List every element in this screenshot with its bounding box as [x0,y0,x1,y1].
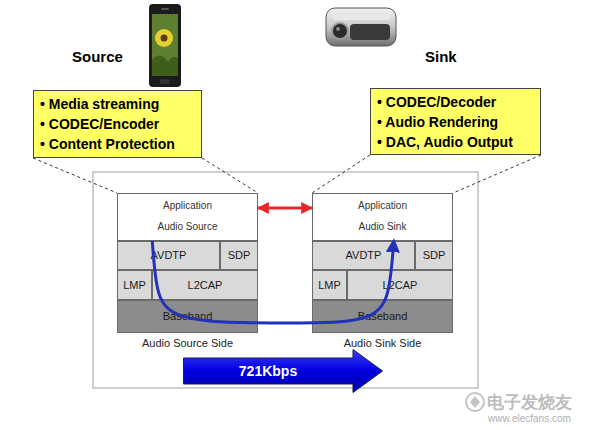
node-text: Audio Sink [359,221,407,233]
phone-illustration [149,4,181,87]
speaker-grille [350,24,390,40]
feature-callout: • CODEC/Decoder• Audio Rendering• DAC, A… [370,88,541,155]
side-label: Audio Source Side [117,337,258,349]
baseband-layer: Baseband [312,300,453,333]
node-text: AVDTP [346,249,382,262]
speaker-lens [332,23,348,39]
phone-button [160,79,170,84]
protocol-layer: LMP [117,270,152,300]
data-rate-arrow: 721Kbps [183,349,383,393]
peer-arrow [258,207,312,210]
node-text: L2CAP [383,279,418,292]
node-text: • CODEC/Decoder [377,92,496,112]
zoom-leader-line [453,155,541,193]
node-text: • Audio Rendering [377,112,498,132]
baseband-layer: Baseband [117,300,258,333]
protocol-layer: L2CAP [152,270,258,300]
phone-screen [152,14,178,76]
phone-body [149,4,181,87]
logo-ring [466,393,484,411]
speaker-top [332,12,390,20]
node-text: Baseband [358,310,408,323]
node-text: Audio Source [157,221,217,233]
node-text: Application [163,200,212,212]
side-label: Audio Sink Side [312,337,453,349]
device-label: Source [72,48,123,65]
protocol-layer: L2CAP [347,270,453,300]
zoom-leader-line [33,158,117,193]
logo-mark [470,396,480,408]
node-text: • Content Protection [40,134,175,154]
node-text: L2CAP [188,279,223,292]
node-text: Baseband [163,310,213,323]
feature-callout: • Media streaming• CODEC/Encoder• Conten… [33,90,202,158]
node-text: 721Kbps [239,363,297,380]
protocol-layer: AVDTP [312,241,415,270]
node-text: • CODEC/Encoder [40,114,159,134]
protocol-layer: LMP [312,270,347,300]
zoom-leader-line [312,155,370,193]
application-layer: ApplicationAudio Source [117,193,258,241]
node-text: • DAC, Audio Output [377,132,513,152]
node-text: • Media streaming [40,94,159,114]
outer-frame [93,172,478,388]
device-label: Sink [425,48,457,65]
node-text: AVDTP [151,249,187,262]
speaker-body [326,8,396,46]
node-text: SDP [228,249,251,262]
speaker-illustration [326,8,396,46]
phone-leaves [152,55,178,76]
node-text: LMP [123,279,146,292]
node-text: SDP [423,249,446,262]
phone-speaker [161,8,169,10]
protocol-layer: SDP [415,241,453,270]
watermark-logo [466,393,484,411]
node-text: LMP [318,279,341,292]
protocol-layer: AVDTP [117,241,220,270]
zoom-leader-line [202,158,258,193]
node-text: Application [358,200,407,212]
protocol-layer: SDP [220,241,258,270]
flower-petals [155,29,173,47]
flower-center [161,35,168,42]
lens-glint [336,27,340,31]
arrow-body [184,350,383,393]
watermark: 电子发烧友 [487,391,572,414]
application-layer: ApplicationAudio Sink [312,193,453,241]
watermark: www.elecfans.com [488,413,571,424]
